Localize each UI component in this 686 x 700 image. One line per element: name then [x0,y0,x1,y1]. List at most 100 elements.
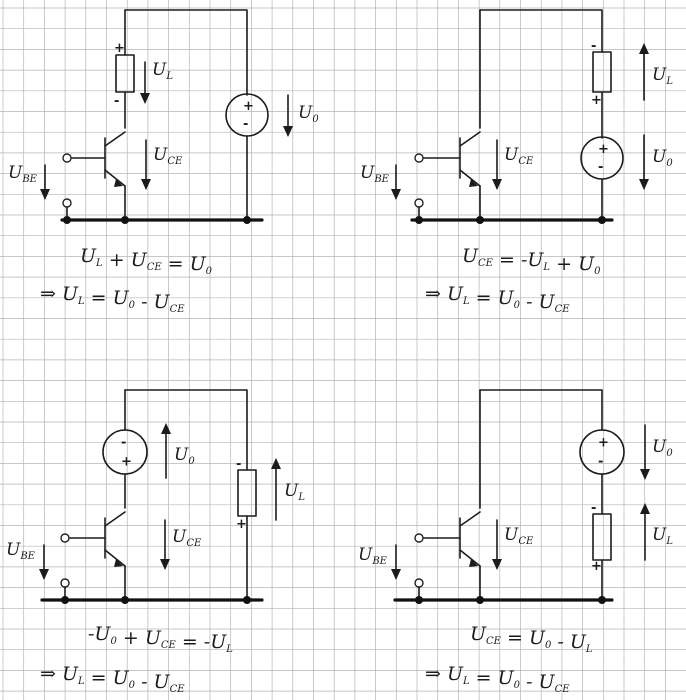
u-ce-label: UCE [172,527,202,549]
transistor-collector [459,131,481,147]
u-l-arrow-head [640,503,650,514]
load-resistor [592,51,612,93]
load-resistor [237,469,257,517]
u-0-label: U0 [298,103,319,125]
equation-4-2: ⇒ UL = U0 - UCE [425,663,570,695]
source-top-sign: + [598,142,609,157]
u-be-label: UBE [358,545,388,567]
u-0-label: U0 [652,437,673,459]
u-ce-label: UCE [504,525,534,547]
u-be-label: UBE [6,540,36,562]
transistor-emitter [459,549,481,567]
equation-3-2: ⇒ UL = U0 - UCE [40,663,185,695]
panel-3-circuit: - + - + [40,389,264,604]
emitter-arrow [469,559,478,567]
equation-4-1: UCE = U0 - UL [470,623,593,655]
junction-dot [243,596,251,604]
panel-1-circuit: + - + - [60,9,269,224]
junction-dot [61,596,69,604]
u-be-label: UBE [360,163,390,185]
junction-dot [243,216,251,224]
u-0-label: U0 [174,445,195,467]
source-top-sign: - [121,436,126,451]
panel-2-circuit: -++- [410,9,624,224]
equations: UL + UCE = U0 ⇒ UL = U0 - UCE UCE = -UL + … [40,245,601,695]
wire [124,9,248,96]
junction-dot [415,216,423,224]
minus-sign: - [114,94,119,109]
panel-1-labels: UL UCE UBE U0 [8,60,319,200]
wire [479,389,603,431]
transistor-emitter [459,169,481,187]
junction-dot [121,216,129,224]
source-bottom-sign: - [598,455,603,470]
plus-sign: + [236,517,247,532]
junction-dot [63,216,71,224]
u-0-arrow-head [639,179,649,190]
u-0-arrow-head [161,423,171,434]
base-terminal [60,533,70,543]
plus-sign: + [591,93,602,108]
u-ce-label: UCE [153,145,183,167]
junction-dot [121,596,129,604]
base-terminal [62,153,72,163]
u-ce-arrow-head [492,559,502,570]
u-0-arrow-head [640,469,650,480]
junction-dot [598,216,606,224]
ground-terminal [62,198,72,208]
u-be-arrow-head [391,189,401,200]
u-l-arrow-head [271,458,281,469]
load-resistor [592,513,612,561]
u-l-label: UL [652,65,673,87]
source-bottom-sign: + [121,455,132,470]
emitter-arrow [469,179,478,187]
u-be-arrow-head [39,569,49,580]
source-top-sign: + [243,99,254,114]
panel-2-labels: UL U0 UCE UBE [360,43,673,200]
equation-1-2: ⇒ UL = U0 - UCE [40,283,185,315]
u-ce-label: UCE [504,145,534,167]
junction-dot [415,596,423,604]
wire [124,389,248,471]
junction-dot [476,216,484,224]
ground-terminal [414,198,424,208]
transistor-collector [104,131,126,147]
transistor-emitter [104,549,126,567]
equation-1-1: UL + UCE = U0 [80,245,213,277]
source-bottom-sign: - [243,117,248,132]
u-ce-arrow-head [141,179,151,190]
transistor-collector [459,511,481,527]
ground-terminal [60,578,70,588]
u-l-arrow-head [140,93,150,104]
circuit-drawings: +-+--++--+-++--+ [40,9,625,604]
source-top-sign: + [598,436,609,451]
u-0-label: U0 [652,147,673,169]
transistor-emitter [104,169,126,187]
u-be-arrow-head [391,569,401,580]
u-l-label: UL [152,60,173,82]
wire [479,9,603,53]
equation-3-1: -U0 + UCE = -UL [88,623,233,655]
junction-dot [598,596,606,604]
u-l-arrow-head [639,43,649,54]
minus-sign: - [236,457,241,472]
load-resistor [115,54,135,93]
u-l-label: UL [652,525,673,547]
plus-sign: + [114,41,125,56]
u-be-label: UBE [8,163,38,185]
emitter-arrow [114,559,123,567]
u-ce-arrow-head [492,179,502,190]
equation-2-1: UCE = -UL + U0 [462,245,601,277]
minus-sign: - [591,501,596,516]
transistor-collector [104,511,126,527]
ground-terminal [414,578,424,588]
source-bottom-sign: - [598,160,603,175]
junction-dot [476,596,484,604]
u-be-arrow-head [40,189,50,200]
u-l-label: UL [284,481,305,503]
